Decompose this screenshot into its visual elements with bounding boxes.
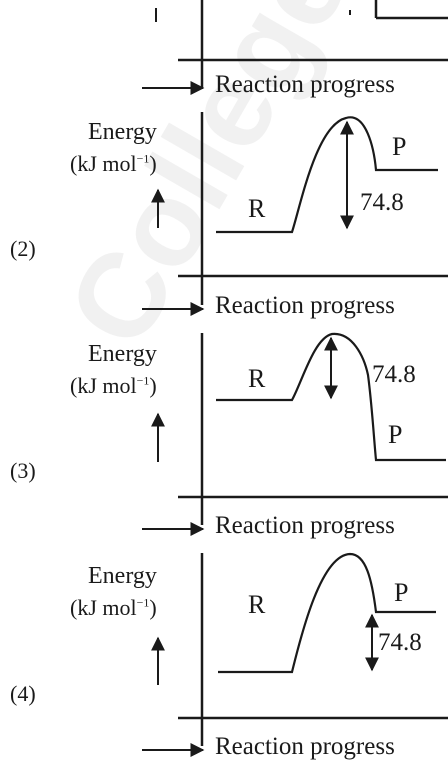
x-axis-label-4: Reaction progress bbox=[215, 733, 395, 760]
option-number-3: (3) bbox=[10, 458, 36, 483]
reactant-label-2: R bbox=[248, 194, 266, 223]
y-axis-unit-4: (kJ mol−1) bbox=[70, 595, 157, 620]
energy-value-3: 74.8 bbox=[372, 361, 416, 388]
energy-curve-2 bbox=[216, 116, 438, 234]
reactant-label-4: R bbox=[248, 590, 266, 619]
product-label-3: P bbox=[388, 420, 403, 449]
y-axis-label-4: Energy bbox=[88, 563, 157, 589]
y-axis-unit-2: (kJ mol−1) bbox=[70, 151, 157, 176]
energy-value-4: 74.8 bbox=[378, 629, 422, 656]
diagram-option-3 bbox=[142, 332, 448, 536]
x-axis-label-3: Reaction progress bbox=[215, 512, 395, 539]
y-axis-label-3: Energy bbox=[88, 341, 157, 367]
y-axis-unit-3: (kJ mol−1) bbox=[70, 373, 157, 398]
product-label-4: P bbox=[394, 578, 409, 607]
option-number-2: (2) bbox=[10, 236, 36, 261]
diagram-option-4 bbox=[142, 552, 448, 757]
x-axis-label-2: Reaction progress bbox=[215, 292, 395, 319]
y-axis-label-2: Energy bbox=[88, 119, 157, 145]
reactant-label-3: R bbox=[248, 364, 266, 393]
energy-curve-3 bbox=[216, 332, 446, 462]
product-label-2: P bbox=[392, 132, 407, 161]
energy-curve-4 bbox=[218, 552, 436, 674]
x-axis-label-top: Reaction progress bbox=[215, 71, 395, 98]
diagram-option-2 bbox=[142, 112, 448, 316]
option-number-4: (4) bbox=[10, 681, 36, 706]
partial-diagram-top bbox=[142, 0, 448, 95]
energy-value-2: 74.8 bbox=[360, 189, 404, 216]
